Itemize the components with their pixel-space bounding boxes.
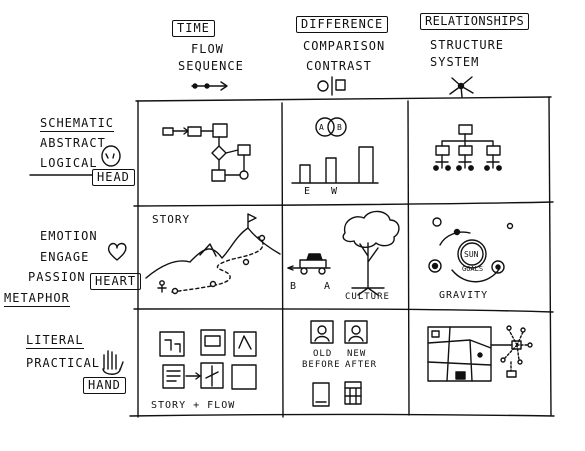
- cell-label-culture: Culture: [345, 292, 390, 302]
- row-tag-heart: Heart: [90, 273, 142, 290]
- column-subtitle: Contrast: [306, 59, 372, 73]
- cell-label-b: B: [290, 281, 298, 292]
- head-icon: [101, 145, 121, 167]
- contrast-icon: [317, 76, 346, 96]
- row-word: Passion: [28, 270, 86, 284]
- cell-label-before: Before: [302, 360, 341, 370]
- row-tag-head: Head: [92, 169, 135, 186]
- cell-label-story-flow: Story + Flow: [151, 400, 236, 411]
- cell-label-gravity: Gravity: [439, 290, 489, 301]
- column-subtitle: Comparison: [303, 39, 386, 53]
- column-title: Time: [172, 20, 215, 37]
- flowchart-diagram: [162, 123, 251, 182]
- story-flow-photos: [159, 329, 257, 390]
- tree-illustration: [342, 210, 400, 296]
- column-subtitle: Sequence: [178, 59, 244, 73]
- cell-label-after: After: [345, 360, 378, 370]
- row-word: Emotion: [40, 229, 98, 243]
- matrix-grid: [129, 96, 555, 418]
- truck-illustration: [287, 253, 331, 275]
- row-word: Literal: [26, 333, 84, 349]
- flow-arrow-icon: [191, 81, 228, 91]
- column-subtitle: System: [430, 55, 480, 69]
- row-word: Schematic: [40, 116, 115, 132]
- mountain-story-illustration: [145, 213, 281, 295]
- cell-label-w: W: [331, 186, 339, 197]
- cell-label-a: A: [324, 281, 332, 292]
- row-word: Abstract: [40, 136, 106, 150]
- venn-label-b: B: [337, 123, 342, 132]
- heart-icon: [107, 242, 127, 261]
- column-subtitle: Flow: [191, 42, 224, 56]
- row-tag-hand: Hand: [83, 377, 126, 394]
- cell-label-old: Old: [313, 349, 333, 359]
- column-title: Difference: [296, 16, 389, 33]
- cell-label-goals: Goals: [462, 265, 484, 273]
- row-word: Logical: [40, 156, 98, 170]
- before-after-photos: [310, 320, 368, 407]
- row-word: Engage: [40, 250, 90, 264]
- gravity-orbit-illustration: [428, 217, 514, 283]
- cell-label-new: New: [347, 349, 367, 359]
- org-chart-diagram: [433, 124, 502, 171]
- map-network-illustration: [427, 325, 533, 382]
- hand-icon: [102, 350, 124, 375]
- column-title: Relationships: [420, 13, 530, 30]
- cell-label-story: Story: [152, 213, 191, 226]
- column-subtitle: Structure: [430, 38, 505, 52]
- venn-label-a: A: [319, 123, 324, 132]
- cell-label-e: E: [304, 186, 312, 197]
- cell-label-sun: Sun: [464, 250, 479, 259]
- network-icon: [449, 76, 474, 98]
- row-word: Practical: [26, 356, 101, 370]
- row-word: Metaphor: [4, 291, 70, 307]
- venn-and-bars: [291, 117, 379, 184]
